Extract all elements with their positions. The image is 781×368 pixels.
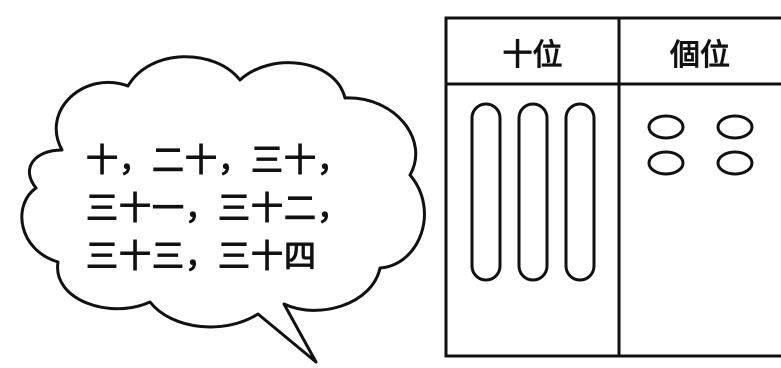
speech-bubble	[20, 55, 426, 364]
place-value-table	[444, 16, 781, 358]
one-unit	[647, 114, 685, 140]
ten-rod	[564, 102, 596, 282]
ten-rod	[517, 102, 549, 282]
tens-header: 十位	[502, 38, 563, 73]
bubble-line-3: 三十三，三十四	[86, 237, 318, 275]
ones-header: 個位	[670, 38, 730, 73]
one-unit	[716, 150, 754, 176]
one-unit	[716, 114, 754, 140]
ones-units	[647, 114, 754, 176]
bubble-line-1: 十，二十，三十，	[86, 141, 351, 179]
speech-bubble-outline	[20, 55, 426, 364]
one-unit	[647, 150, 685, 176]
table-border	[444, 16, 781, 358]
tens-rods	[470, 102, 596, 282]
ten-rod	[470, 102, 502, 282]
bubble-line-2: 三十一，三十二，	[86, 189, 351, 227]
